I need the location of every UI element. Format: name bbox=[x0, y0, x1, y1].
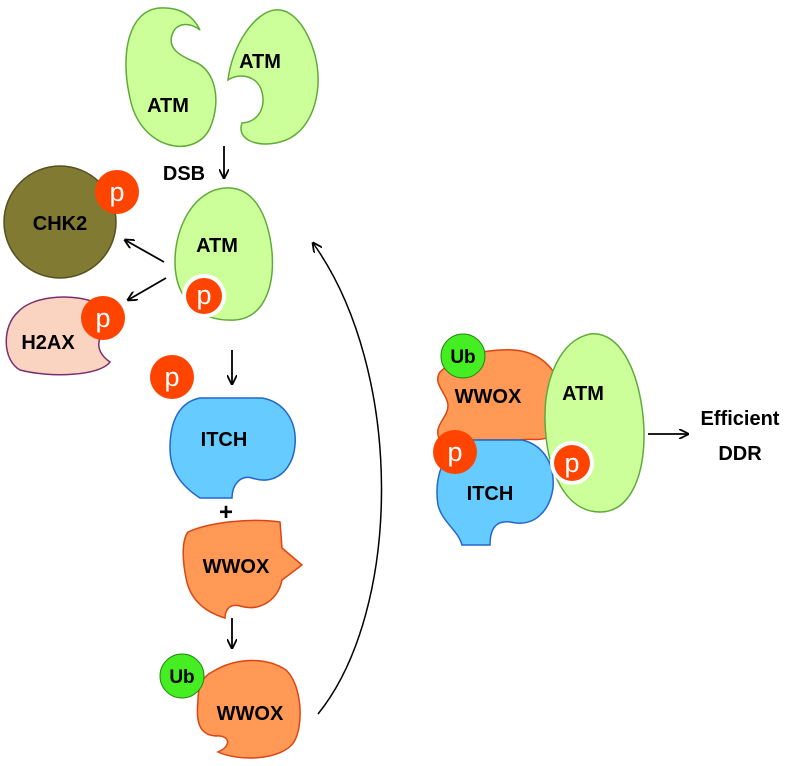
itch-phospho: ITCH p bbox=[150, 355, 296, 499]
dsb-label: DSB bbox=[163, 163, 205, 185]
h2ax-p-label: p bbox=[95, 303, 110, 333]
wwox-free: WWOX bbox=[182, 519, 304, 620]
chk2-body bbox=[3, 165, 117, 279]
atm-dimer-right bbox=[227, 9, 319, 145]
atm-dimer-left bbox=[125, 7, 217, 148]
chk2-p-badge bbox=[95, 170, 139, 214]
wwox-ub-badge-label: Ub bbox=[169, 667, 194, 688]
complex-atm-label: ATM bbox=[562, 383, 604, 405]
plus-sign: + bbox=[219, 499, 233, 526]
chk2-label: CHK2 bbox=[33, 213, 87, 235]
wwox-ub-badge bbox=[159, 653, 205, 699]
atm-p-badge bbox=[186, 278, 222, 314]
complex-itch-label: ITCH bbox=[467, 483, 514, 505]
atm-dimer-right-label: ATM bbox=[239, 51, 281, 73]
itch-body bbox=[169, 397, 296, 499]
complex-itch-p-badge bbox=[433, 430, 477, 474]
itch-p-badge bbox=[150, 355, 194, 399]
complex-atm-body bbox=[544, 333, 645, 513]
wwox-ub: WWOX Ub bbox=[159, 653, 301, 759]
wwox-ub-body bbox=[196, 659, 301, 759]
complex-itch-p-label: p bbox=[447, 437, 462, 467]
atm-to-h2ax-arrow bbox=[128, 277, 167, 300]
complex-atm-p-badge bbox=[554, 445, 590, 481]
itch-p-label: p bbox=[164, 362, 179, 392]
wwox-free-body bbox=[182, 519, 304, 620]
itch-label: ITCH bbox=[201, 429, 248, 451]
wwox-ub-label: WWOX bbox=[217, 703, 284, 725]
chk2-p-label: p bbox=[109, 177, 124, 207]
ddr-label: DDR bbox=[718, 443, 762, 465]
efficient-label: Efficient bbox=[701, 408, 780, 430]
feedback-curved-arrow bbox=[313, 243, 383, 715]
complex-atm-p-label: p bbox=[564, 448, 579, 478]
h2ax-label: H2AX bbox=[21, 332, 75, 354]
atm-to-chk2-arrow bbox=[125, 240, 165, 263]
atm-dimer-left-label: ATM bbox=[147, 95, 189, 117]
h2ax-p-badge bbox=[81, 296, 125, 340]
h2ax: H2AX p bbox=[5, 296, 125, 376]
wwox-free-label: WWOX bbox=[203, 556, 270, 578]
atm-active: ATM p bbox=[174, 187, 274, 321]
complex-wwox-label: WWOX bbox=[455, 386, 522, 408]
wwox-itch-atm-complex: WWOX Ub ITCH p ATM p bbox=[433, 333, 645, 546]
complex-ub-label: Ub bbox=[450, 347, 475, 368]
atm-p-label: p bbox=[196, 280, 211, 310]
atm-active-label: ATM bbox=[196, 235, 238, 257]
atm-dimer: ATM ATM bbox=[125, 7, 319, 148]
chk2: CHK2 p bbox=[3, 165, 139, 279]
complex-ub-badge bbox=[440, 333, 486, 379]
